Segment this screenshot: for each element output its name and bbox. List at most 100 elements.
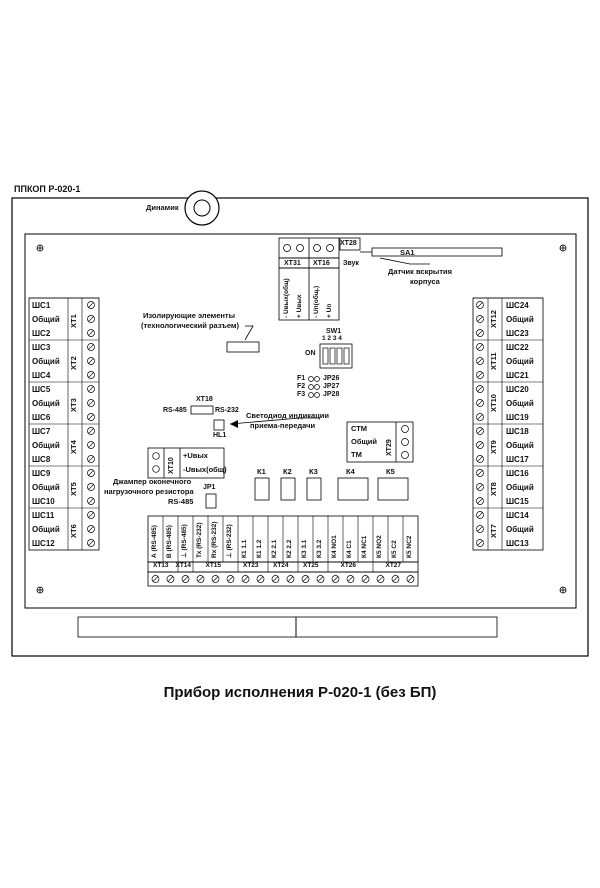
- left-хт4-row-1: ШС7: [32, 427, 51, 436]
- right-хт9-row-2: Общий: [506, 441, 534, 450]
- left-хт6-row-1: ШС11: [32, 511, 55, 520]
- bottom-pin-8: К1 1.2: [256, 539, 263, 558]
- screw-terminal-icon: [476, 469, 484, 477]
- bottom-slot-left: [77, 616, 297, 638]
- xt16-label: ХТ16: [313, 260, 330, 267]
- xt10-row-2: -Uвых(общ): [183, 465, 227, 474]
- right-хт7-label: ХТ7: [489, 524, 498, 538]
- screw-terminal-icon: [476, 483, 484, 491]
- left-хт5-row-2: Общий: [32, 483, 60, 492]
- jumper-label-2: нагрузочного резистора: [104, 487, 194, 496]
- sa1-label: SA1: [400, 248, 415, 257]
- right-хт10-row-3: ШС19: [506, 413, 529, 422]
- bottom-block-label: ХТ25: [303, 562, 319, 569]
- relay-k4: К4: [346, 467, 355, 476]
- screw-terminal-icon: [476, 343, 484, 351]
- bottom-block-label: ХТ27: [385, 562, 402, 569]
- screw-terminal-icon: [87, 357, 95, 365]
- sensor-label-1: Датчик вскрытия: [388, 267, 452, 276]
- device-title: ППКОП Р-020-1: [14, 184, 81, 194]
- screw-terminal-icon: [226, 575, 235, 583]
- xt10-row-1: +Uвых: [183, 451, 208, 460]
- right-хт9-row-3: ШС17: [506, 455, 529, 464]
- xt29-row-1: СТМ: [351, 424, 368, 433]
- sw1-dip: [319, 343, 353, 369]
- screw-terminal-icon: [476, 357, 484, 365]
- screw-terminal-icon: [87, 455, 95, 463]
- left-хт1-row-1: ШС1: [32, 301, 51, 310]
- sw1-label: SW1: [326, 328, 342, 335]
- bottom-pin-4: Тх (RS-232): [196, 522, 203, 558]
- relay-k5: К5: [386, 467, 395, 476]
- screw-terminal-icon: [476, 455, 484, 463]
- screw-terminal-icon: [87, 343, 95, 351]
- right-хт8-label: ХТ8: [489, 482, 498, 496]
- left-хт2-row-1: ШС3: [32, 343, 51, 352]
- screw-terminal-icon: [87, 441, 95, 449]
- led-label-1: Светодиод индикации: [246, 411, 330, 420]
- bottom-pin-14: К4 C1: [346, 540, 353, 558]
- screw-terminal-icon: [406, 575, 415, 583]
- jumper-label-1: Джампер оконечного: [113, 477, 192, 486]
- left-хт6-row-3: ШС12: [32, 539, 55, 548]
- bottom-pin-17: К5 C2: [391, 540, 398, 558]
- screw-terminal-icon: [476, 301, 484, 309]
- right-хт11-row-1: ШС22: [506, 343, 529, 352]
- jp28-label: JP28: [323, 391, 340, 398]
- screw-terminal-icon: [211, 575, 220, 583]
- screw-terminal-icon: [151, 575, 160, 583]
- right-хт9-row-1: ШС18: [506, 427, 529, 436]
- screw-terminal-icon: [476, 399, 484, 407]
- jp26-label: JP26: [323, 375, 340, 382]
- left-хт5-row-1: ШС9: [32, 469, 51, 478]
- screw-terminal-icon: [196, 575, 205, 583]
- isolating-label-2: (технологический разъем): [141, 321, 239, 330]
- sa1-switch: [371, 247, 503, 257]
- screw-terminal-icon: [87, 427, 95, 435]
- screw-terminal-icon: [476, 329, 484, 337]
- bottom-pin-1: А (RS-485): [151, 525, 158, 558]
- right-хт11-row-3: ШС21: [506, 371, 529, 380]
- right-хт12-row-3: ШС23: [506, 329, 529, 338]
- right-хт7-row-1: ШС14: [506, 511, 529, 520]
- bottom-pin-12: К3 3.2: [316, 539, 323, 558]
- left-хт3-label: ХТ3: [69, 398, 78, 412]
- screw-terminal-icon: [361, 575, 370, 583]
- right-хт10-label: ХТ10: [489, 394, 498, 412]
- screw-terminal-icon: [476, 413, 484, 421]
- bottom-pin-5: Rx (RS-232): [211, 521, 218, 558]
- relay-k1: К1: [257, 467, 266, 476]
- screw-terminal-icon: [241, 575, 250, 583]
- screw-terminal-icon: [87, 483, 95, 491]
- left-хт1-label: ХТ1: [69, 314, 78, 328]
- jp1-label: JP1: [203, 484, 216, 491]
- right-хт9-label: ХТ9: [489, 440, 498, 454]
- hl1-label: HL1: [213, 432, 227, 439]
- bottom-block-label: ХТ26: [340, 562, 357, 569]
- left-хт4-row-2: Общий: [32, 441, 60, 450]
- left-хт3-row-1: ШС5: [32, 385, 51, 394]
- xt29-label: ХТ29: [386, 439, 393, 456]
- screw-terminal-icon: [87, 497, 95, 505]
- bottom-pin-6: ⊥ (RS-232): [226, 524, 233, 558]
- left-хт5-label: ХТ5: [69, 482, 78, 496]
- bottom-block-label: ХТ23: [243, 562, 259, 569]
- left-хт2-row-2: Общий: [32, 357, 60, 366]
- screw-terminal-icon: [476, 427, 484, 435]
- left-хт6-label: ХТ6: [69, 524, 78, 538]
- mount-hole-icon: [36, 244, 567, 594]
- right-хт8-row-3: ШС15: [506, 497, 529, 506]
- bottom-pin-15: К4 NC1: [361, 535, 368, 558]
- xt28-block: [339, 237, 361, 251]
- xt28-label: ХТ28: [340, 240, 357, 247]
- rs485-label: RS-485: [163, 407, 187, 414]
- screw-terminal-icon: [476, 539, 484, 547]
- right-хт10-row-1: ШС20: [506, 385, 529, 394]
- bottom-pin-9: К2 2.1: [271, 539, 278, 558]
- screw-terminal-icon: [346, 575, 355, 583]
- screw-terminal-icon: [376, 575, 385, 583]
- bottom-block-label: ХТ13: [153, 562, 169, 569]
- screw-terminal-icon: [87, 371, 95, 379]
- screw-terminal-icon: [316, 575, 325, 583]
